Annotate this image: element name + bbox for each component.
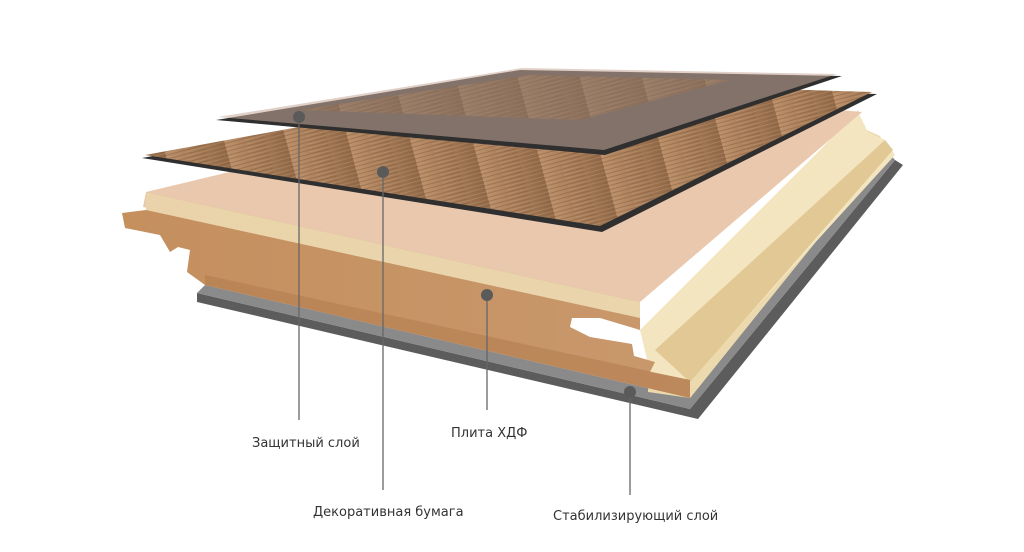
hdf-board bbox=[122, 192, 690, 398]
leader-protective bbox=[293, 111, 305, 420]
stabilizing-layer-label: Стабилизирующий слой bbox=[553, 509, 719, 524]
hdf-board-label: Плита ХДФ bbox=[451, 426, 528, 441]
decorative-paper-label: Декоративная бумага bbox=[313, 505, 464, 520]
leader-hdf bbox=[481, 289, 493, 410]
leader-decorative bbox=[377, 166, 389, 490]
hdf-board-side bbox=[640, 110, 895, 398]
protective-layer-label: Защитный слой bbox=[252, 436, 360, 451]
leader-stabilizing bbox=[624, 386, 636, 495]
protective-layer bbox=[216, 68, 842, 155]
